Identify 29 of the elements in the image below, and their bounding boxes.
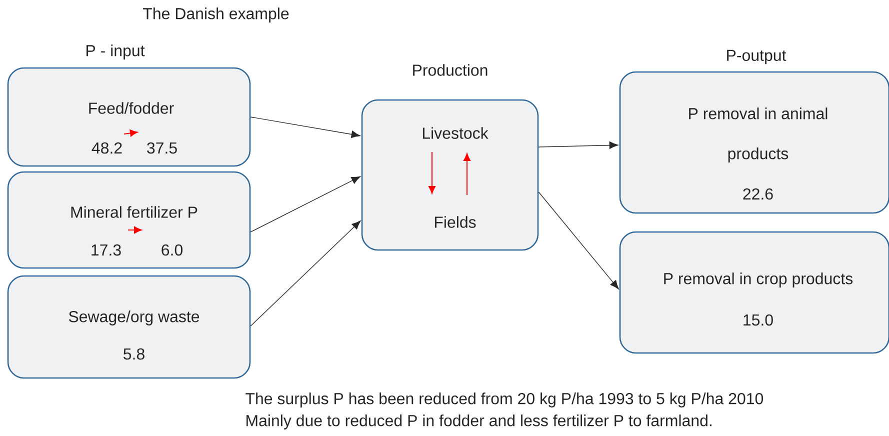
box-text: Livestock — [422, 127, 488, 139]
box-text: 37.5 — [147, 142, 177, 154]
box-text: 5.8 — [124, 348, 144, 360]
box-text: Feed/fodder — [89, 102, 174, 114]
process-box — [619, 71, 889, 214]
process-box — [7, 67, 251, 167]
arrow — [538, 192, 619, 290]
arrow — [538, 142, 618, 149]
arrow — [250, 116, 360, 138]
box-text: Fields — [434, 216, 476, 228]
process-box — [361, 99, 539, 251]
process-box — [7, 275, 251, 379]
process-box — [7, 171, 251, 269]
note-text: The surplus P has been reduced from 20 kg P/ha 1993 to 5 kg P/ha 2010 — [246, 392, 764, 408]
box-text: P removal in crop products — [664, 272, 853, 288]
process-box — [619, 231, 889, 354]
arrow — [250, 176, 360, 232]
note-text: Mainly due to reduced P in fodder and less fertilizer P to farmland. — [246, 414, 712, 430]
box-text: 15.0 — [744, 314, 773, 326]
arrow — [250, 220, 361, 326]
box-text: P removal in animal products — [689, 108, 828, 162]
heading: Production — [413, 64, 488, 76]
box-text: 48.2 — [92, 142, 122, 154]
box-text: 6.0 — [162, 244, 182, 256]
box-text: Mineral fertilizer P — [71, 206, 198, 218]
box-text: 22.6 — [743, 188, 773, 200]
box-text: Sewage/org waste — [68, 310, 200, 326]
box-text: 17.3 — [92, 244, 121, 256]
title: The Danish example — [143, 8, 289, 22]
